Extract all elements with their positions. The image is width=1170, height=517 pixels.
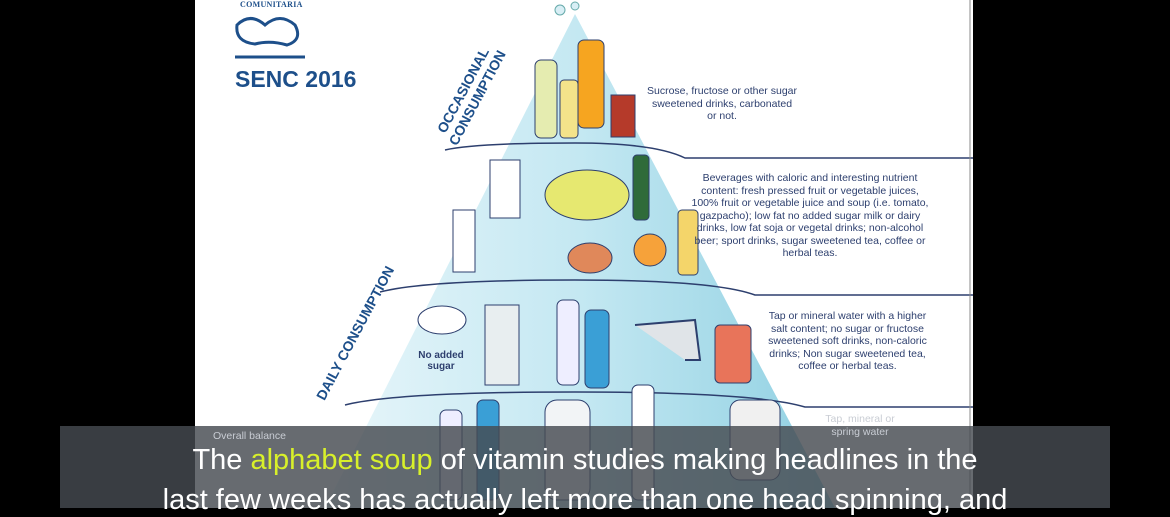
orange-icon — [633, 233, 667, 267]
gazpacho-bowl-icon — [567, 242, 613, 274]
siphon-icon — [584, 309, 610, 389]
bubble-icon — [570, 1, 580, 11]
tier-2-description: Beverages with caloric and interesting n… — [691, 172, 929, 259]
brand-title: SENC 2016 — [235, 66, 357, 92]
teacup-icon — [417, 305, 467, 335]
coffee-maker-icon — [484, 304, 520, 386]
subtitle-caption: The alphabet soup of vitamin studies mak… — [60, 426, 1110, 516]
soda-bottle-icon — [577, 39, 605, 129]
bubble-icon — [554, 4, 566, 16]
tier-divider — [444, 142, 973, 159]
milk-carton-icon — [452, 209, 476, 273]
faucet-icon — [634, 318, 702, 361]
bottle-icon — [556, 299, 580, 386]
sports-bottle-icon — [677, 209, 699, 276]
glass-icon — [610, 94, 636, 138]
soup-bowl-icon — [544, 169, 630, 221]
tier-3-description: Tap or mineral water with a higher salt … — [768, 310, 927, 372]
juice-carton-icon — [489, 159, 521, 219]
bottle-icon — [559, 79, 579, 139]
tier-1-description: Sucrose, fructose or other sugar sweeten… — [647, 85, 797, 122]
senc-logo-icon — [235, 17, 300, 47]
tier-4-description: Tap, mineral or spring water — [825, 413, 895, 438]
organization-name: COMUNITARIA — [240, 0, 303, 9]
beer-bottle-icon — [632, 154, 650, 221]
bottle-icon — [534, 59, 558, 139]
subtitle-line-1: The alphabet soup of vitamin studies mak… — [60, 444, 1110, 477]
subtitle-text: of vitamin studies making headlines in t… — [432, 444, 978, 476]
overall-balance-note: Overall balance — [213, 430, 286, 442]
can-icon — [714, 324, 752, 384]
tier-divider — [379, 279, 973, 296]
subtitle-highlight: alphabet soup — [250, 444, 433, 476]
subtitle-line-2: last few weeks has actually left more th… — [162, 484, 1008, 516]
no-added-sugar-label: No added sugar — [418, 350, 464, 372]
subtitle-text: The — [192, 444, 251, 476]
